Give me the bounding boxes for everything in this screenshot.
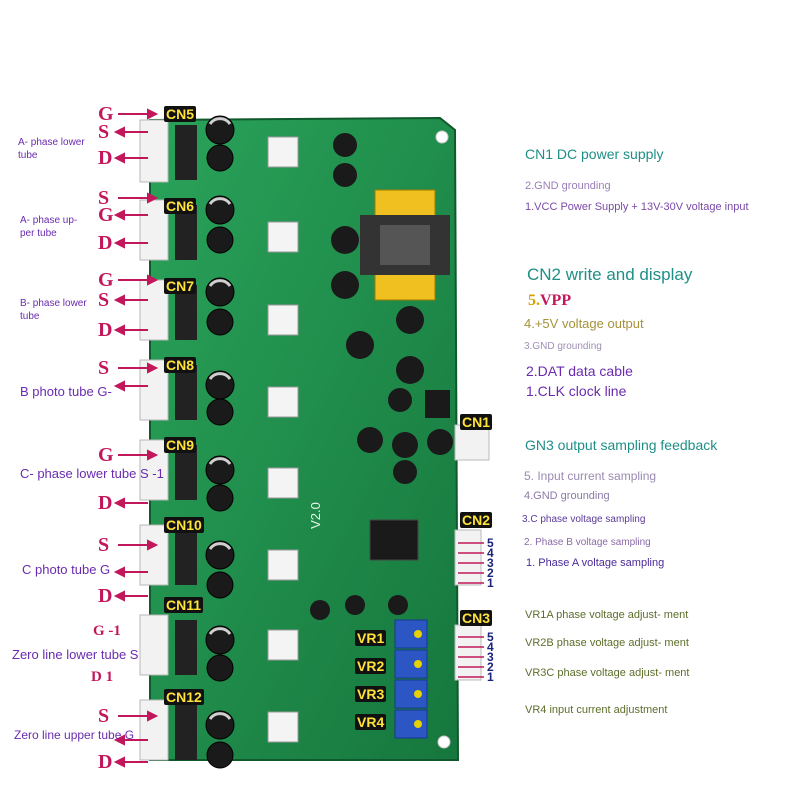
cn2-pin4: 4.+5V voltage output <box>524 316 644 331</box>
connector-tag-cn9: CN9 <box>164 437 197 453</box>
label-zero-upper: Zero line upper tube G <box>14 728 135 742</box>
cn2-pin5: 5.VPP <box>528 292 572 309</box>
pin-g: G <box>98 444 114 466</box>
pin-s: S <box>98 121 110 143</box>
cn2-title: CN2 write and display <box>527 265 693 284</box>
label-d-1: D 1 <box>91 669 114 685</box>
board-version-text: V2.0 <box>307 502 323 529</box>
pin-g: G <box>98 269 114 291</box>
cn2-pin2: 2.DAT data cable <box>526 363 633 379</box>
vr3-desc: VR3C phase voltage adjust- ment <box>525 667 690 679</box>
connector-tag-cn5: CN5 <box>164 106 197 122</box>
label-c-photo: C photo tube G <box>22 562 111 577</box>
connector-tag-cn7: CN7 <box>164 278 197 294</box>
gn3-pin3: 3.C phase voltage sampling <box>522 514 646 525</box>
cn1-pin1: 1.VCC Power Supply + 13V-30V voltage inp… <box>525 201 749 213</box>
pin-d: D <box>98 147 113 169</box>
connector-tag-cn12: CN12 <box>164 689 204 705</box>
pin-s: S <box>98 534 110 556</box>
connector-tag-cn10: CN10 <box>164 517 204 533</box>
gn3-pin5: 5. Input current sampling <box>524 469 657 483</box>
gn3-title: GN3 output sampling feedback <box>525 437 718 453</box>
pin-d: D <box>98 319 113 341</box>
connector-tag-cn2: CN2 <box>460 512 493 528</box>
cn2-pin1: 1.CLK clock line <box>526 383 627 399</box>
pin-s: S <box>98 289 110 311</box>
pin-s: S <box>98 187 110 209</box>
connector-tag-cn8: CN8 <box>164 357 197 373</box>
label-b-photo: B photo tube G- <box>20 384 112 399</box>
connector-tag-cn6: CN6 <box>164 198 197 214</box>
pin-d: D <box>98 751 113 773</box>
vr4-desc: VR4 input current adjustment <box>525 704 668 716</box>
pin-d: D <box>98 492 113 514</box>
trimmer-tag-vr4: VR4 <box>355 714 387 730</box>
label-b-lower: B- phase lower tube <box>20 298 87 322</box>
cn2-pin3: 3.GND grounding <box>524 341 602 352</box>
vr2-desc: VR2B phase voltage adjust- ment <box>525 637 689 649</box>
pin-s: S <box>98 357 110 379</box>
pin-d: D <box>98 585 113 607</box>
vr1-desc: VR1A phase voltage adjust- ment <box>525 609 689 621</box>
trimmer-tag-vr1: VR1 <box>355 630 387 646</box>
gn3-pin2: 2. Phase B voltage sampling <box>524 537 651 548</box>
label-a-upper: A- phase up- per tube <box>20 215 78 239</box>
cn1-pin2: 2.GND grounding <box>525 180 611 192</box>
connector-tag-cn3: CN3 <box>460 610 493 626</box>
trimmer-tag-vr2: VR2 <box>355 658 387 674</box>
label-c-lower: C- phase lower tube S -1 <box>20 466 164 481</box>
label-a-lower: A- phase lower tube <box>18 137 85 161</box>
label-zero-lower: Zero line lower tube S <box>12 647 139 662</box>
pin-g: G <box>98 204 114 226</box>
connector-tag-cn11: CN11 <box>164 597 204 613</box>
pin-s: S <box>98 705 110 727</box>
cn1-title: CN1 DC power supply <box>525 146 664 162</box>
label-g-1: G -1 <box>93 623 121 639</box>
pin-g: G <box>98 103 114 125</box>
connector-tag-cn1: CN1 <box>460 414 493 430</box>
gn3-pin1: 1. Phase A voltage sampling <box>526 557 665 569</box>
gn3-pin4: 4.GND grounding <box>524 490 610 502</box>
pin-d: D <box>98 232 113 254</box>
trimmer-tag-vr3: VR3 <box>355 686 387 702</box>
